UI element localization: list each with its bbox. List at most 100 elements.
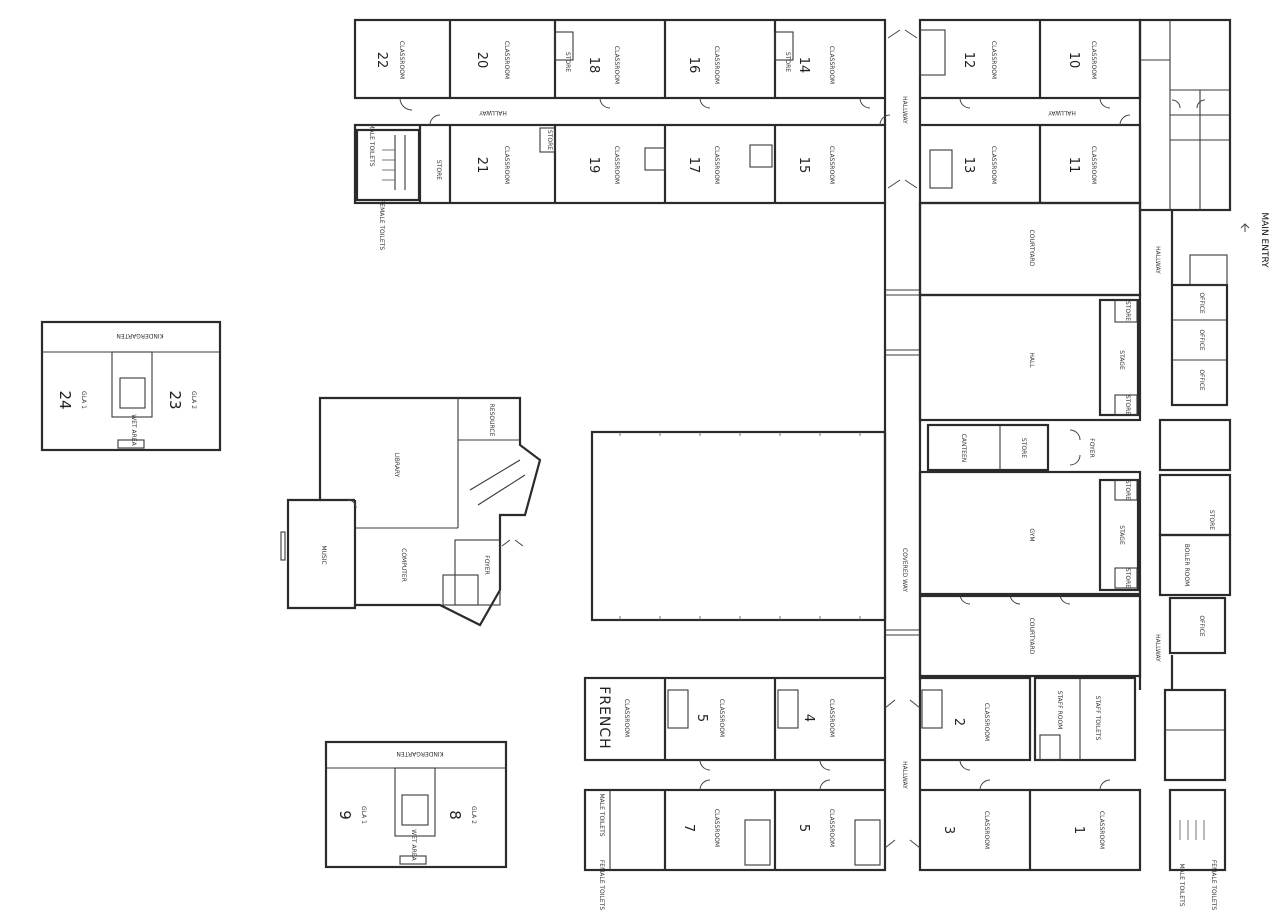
classroom-label: CLASSROOM: [503, 146, 510, 184]
male-toilets-label: MALE TOILETS: [1178, 863, 1185, 906]
courtyard-label: COURTYARD: [1028, 230, 1035, 267]
room-20: 20: [474, 52, 489, 69]
room-19: 19: [586, 157, 601, 174]
boiler-room-label: BOILER ROOM: [1183, 544, 1190, 587]
store-label: STORE: [784, 52, 791, 72]
gla-label: GLA 1: [360, 806, 367, 824]
store-label: STORE: [1124, 568, 1131, 588]
canteen-label: CANTEEN: [960, 434, 967, 463]
room-2: 2: [951, 718, 966, 726]
hallway-label: HALLWAY: [901, 96, 908, 124]
stage-label: STAGE: [1118, 525, 1125, 545]
office-label: OFFICE: [1198, 329, 1205, 351]
wet-area-label: WET AREA: [130, 414, 137, 446]
portable-a: KINDERGARTEN 24 23 GLA 1 GLA 2 WET AREA: [40, 320, 222, 452]
store-label: STORE: [435, 160, 442, 180]
hall-label: HALL: [1028, 352, 1035, 368]
room-21: 21: [474, 157, 489, 174]
classroom-label: CLASSROOM: [990, 146, 997, 184]
room-24: 24: [56, 390, 74, 409]
room-12: 12: [961, 52, 976, 69]
room-10: 10: [1066, 52, 1081, 69]
classroom-label: CLASSROOM: [983, 703, 990, 741]
courtyard-label: COURTYARD: [1028, 618, 1035, 655]
classroom-label: CLASSROOM: [613, 46, 620, 84]
hallway-label: HALLWAY: [901, 761, 908, 789]
second-row-rooms: 21 19 17 15 13 11 CLASSROOM CLASSROOM CL…: [368, 123, 1097, 250]
store-label: STORE: [546, 130, 553, 150]
courtyard-north: COURTYARD: [918, 201, 1142, 297]
classroom-label: CLASSROOM: [983, 811, 990, 849]
room-8: 8: [446, 810, 464, 820]
classroom-label: CLASSROOM: [828, 699, 835, 737]
foyer-label: FOYER: [483, 555, 490, 574]
office-label: OFFICE: [1198, 369, 1205, 391]
resource-label: RESOURCE: [488, 404, 495, 437]
gla-label: GLA 2: [470, 806, 477, 824]
hallway-label: HALLWAY: [479, 109, 507, 116]
room-1: 1: [1071, 826, 1086, 834]
room-7: 7: [681, 824, 696, 832]
bottom-wing-rooms: FRENCH CLASSROOM 5 CLASSROOM 4 CLASSROOM…: [596, 686, 1217, 910]
room-17: 17: [686, 157, 701, 174]
portable-b: KINDERGARTEN 9 8 GLA 1 GLA 2 WET AREA: [324, 740, 508, 869]
classroom-label: CLASSROOM: [828, 146, 835, 184]
room-3: 3: [941, 826, 956, 834]
store-label: STORE: [1124, 480, 1131, 500]
room-18: 18: [586, 57, 601, 74]
music-label: MUSIC: [320, 545, 327, 564]
classroom-label: CLASSROOM: [1090, 146, 1097, 184]
room-16: 16: [686, 57, 701, 74]
entry-block: MAIN ENTRY HALLWAY: [1138, 18, 1269, 285]
courtyard-south: COURTYARD: [918, 594, 1142, 678]
classroom-label: CLASSROOM: [828, 46, 835, 84]
top-row-rooms: 22 20 18 16 14 12 10 CLASSROOM CLASSROOM…: [374, 41, 1097, 116]
classroom-label: CLASSROOM: [623, 699, 630, 737]
stage-label: STAGE: [1118, 350, 1125, 370]
hallway-label: HALLWAY: [1154, 634, 1161, 662]
hallway-label: HALLWAY: [1154, 246, 1161, 274]
staff-toilets-label: STAFF TOILETS: [1094, 696, 1101, 741]
female-toilets-label: FEMALE TOILETS: [598, 860, 605, 911]
classroom-label: CLASSROOM: [1090, 41, 1097, 79]
store-label: STORE: [1124, 395, 1131, 415]
covered-area: [590, 430, 887, 622]
store-label: STORE: [564, 52, 571, 72]
classroom-label: CLASSROOM: [503, 41, 510, 79]
classroom-label: CLASSROOM: [713, 46, 720, 84]
library-building: LIBRARY MUSIC COMPUTER RESOURCE FOYER: [280, 396, 542, 627]
female-toilets-label: FEMALE TOILETS: [1210, 860, 1217, 911]
office-label: OFFICE: [1198, 615, 1205, 637]
office-column: OFFICE OFFICE OFFICE BOILER ROOM STORE O…: [1138, 254, 1232, 690]
room-9: 9: [336, 810, 354, 820]
female-toilets-label: FEMALE TOILETS: [378, 200, 385, 251]
male-toilets-label: MALE TOILETS: [368, 123, 375, 166]
gla-label: GLA 1: [80, 391, 87, 409]
male-toilets-label: MALE TOILETS: [598, 793, 605, 836]
classroom-label: CLASSROOM: [713, 809, 720, 847]
classroom-label: CLASSROOM: [828, 809, 835, 847]
covered-way-label: COVERED WAY: [901, 548, 908, 592]
kindergarten-label: KINDERGARTEN: [396, 750, 443, 757]
central-spine: HALLWAY COVERED WAY: [883, 96, 922, 680]
store-label: STORE: [1020, 438, 1027, 458]
bottom-wing: [583, 676, 1227, 872]
gla-label: GLA 2: [190, 391, 197, 409]
gym-block: GYM STAGE STORE STORE: [918, 470, 1142, 605]
store-label: STORE: [1124, 301, 1131, 321]
classroom-label: CLASSROOM: [718, 699, 725, 737]
staff-room-label: STAFF ROOM: [1056, 691, 1063, 730]
gym-label: GYM: [1028, 528, 1035, 541]
kindergarten-label: KINDERGARTEN: [116, 332, 163, 339]
classroom-label: CLASSROOM: [713, 146, 720, 184]
room-6: 5: [694, 714, 709, 722]
room-13: 13: [961, 157, 976, 174]
room-11: 11: [1066, 157, 1081, 174]
top-wing: [353, 18, 1142, 205]
room-15: 15: [796, 157, 811, 174]
hallway-label: HALLWAY: [1048, 109, 1076, 116]
french-label: FRENCH: [596, 686, 612, 749]
room-23: 23: [166, 390, 184, 409]
room-5-lower: 5: [796, 824, 811, 832]
